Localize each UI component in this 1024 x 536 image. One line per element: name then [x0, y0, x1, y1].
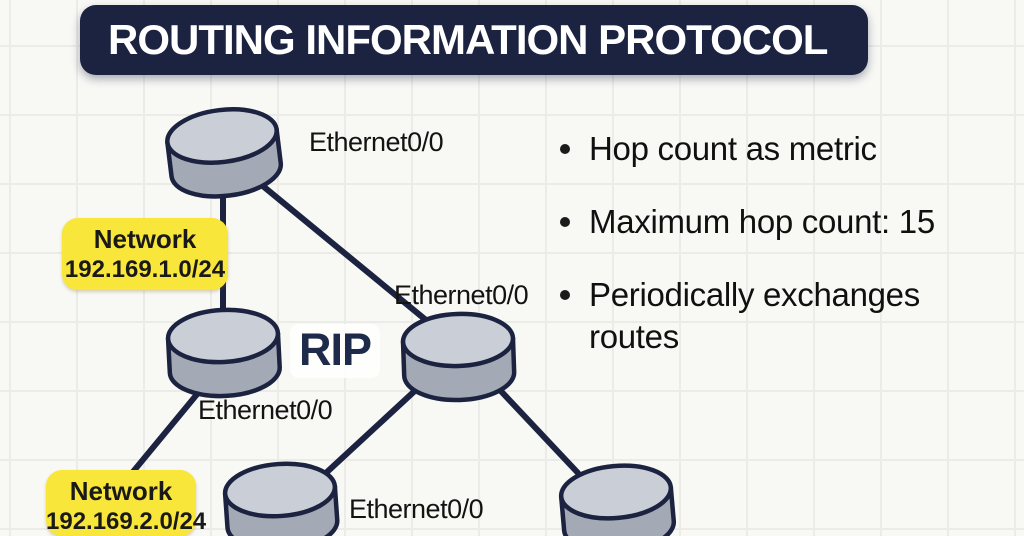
network-address: 192.169.1.0/24 — [64, 256, 226, 283]
network-callout-title: Network — [69, 476, 173, 506]
router-icon — [167, 307, 281, 399]
link-r3-r5 — [495, 385, 581, 476]
interface-label: Ethernet0/0 — [394, 280, 529, 310]
link-r2-network2 — [129, 384, 206, 476]
link-r3-r4 — [324, 384, 422, 475]
list-item: Hop count as metric — [556, 128, 992, 170]
network-callout: Network 192.169.2.0/24 — [46, 470, 207, 536]
page-title: ROUTING INFORMATION PROTOCOL — [108, 16, 828, 63]
network-callout: Network 192.169.1.0/24 — [62, 218, 228, 290]
list-item: Maximum hop count: 15 — [556, 201, 992, 243]
network-links — [129, 179, 581, 476]
router-icon — [402, 312, 515, 402]
interface-label: Ethernet0/0 — [349, 494, 484, 524]
list-item: Periodically exchanges routes — [556, 274, 992, 358]
protocol-label: RIP — [290, 324, 381, 378]
title-banner: ROUTING INFORMATION PROTOCOL — [80, 5, 868, 75]
router-icon — [223, 460, 339, 536]
network-callout-title: Network — [93, 224, 197, 254]
network-address: 192.169.2.0/24 — [46, 508, 207, 535]
interface-label: Ethernet0/0 — [198, 395, 333, 425]
interface-label: Ethernet0/0 — [309, 127, 444, 157]
key-points-list: Hop count as metric Maximum hop count: 1… — [556, 128, 992, 389]
link-r1-r3 — [255, 179, 435, 328]
